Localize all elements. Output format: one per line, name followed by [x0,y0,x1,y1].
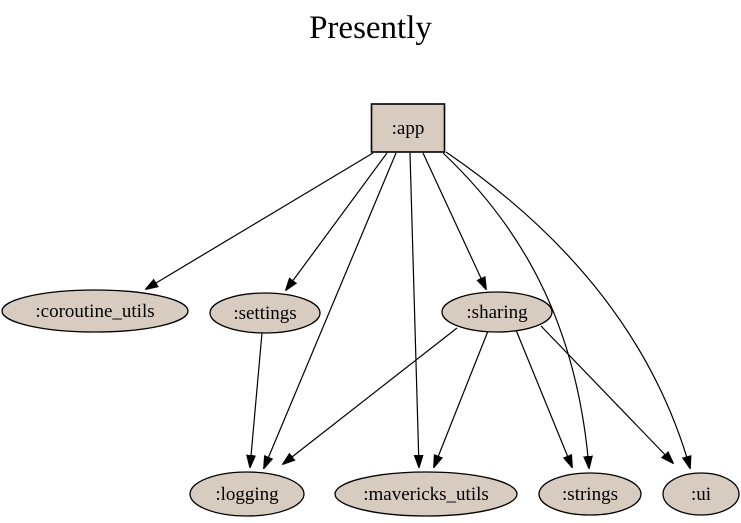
edge-sharing-ui [540,325,673,463]
edge-app-settings [286,152,388,290]
edge-app-logging [264,152,397,468]
node-label-sharing: :sharing [466,302,528,323]
edge-app-mavericks_utils [409,152,419,467]
node-settings: :settings [209,292,321,334]
node-label-logging: :logging [215,484,279,505]
node-strings: :strings [538,472,642,516]
node-label-ui: :ui [691,484,711,505]
node-label-mavericks_utils: :mavericks_utils [363,484,489,505]
graph-title: Presently [309,10,432,46]
edge-app-ui [445,151,690,468]
node-ellipse-ui [662,472,740,516]
node-ellipse-settings [209,292,321,334]
node-box-app [370,103,446,153]
node-logging: :logging [189,471,305,517]
edge-sharing-strings [515,329,572,467]
node-label-app: :app [392,118,425,139]
node-ellipse-mavericks_utils [334,471,518,517]
node-label-settings: :settings [233,303,296,324]
node-label-strings: :strings [562,484,618,505]
node-app: :app [370,103,446,153]
node-label-coroutine_utils: :coroutine_utils [35,301,154,322]
node-ellipse-logging [189,471,305,517]
node-ellipse-coroutine_utils [1,289,189,333]
edge-settings-logging [250,332,263,467]
node-sharing: :sharing [441,291,553,333]
edge-app-strings [442,152,589,468]
edge-app-sharing [422,152,486,289]
node-mavericks_utils: :mavericks_utils [334,471,518,517]
edge-app-coroutine_utils [146,152,374,289]
node-coroutine_utils: :coroutine_utils [1,289,189,333]
node-ellipse-strings [538,472,642,516]
node-ui: :ui [662,472,740,516]
edge-sharing-logging [283,327,458,464]
node-ellipse-sharing [441,291,553,333]
edge-sharing-mavericks_utils [434,330,489,467]
